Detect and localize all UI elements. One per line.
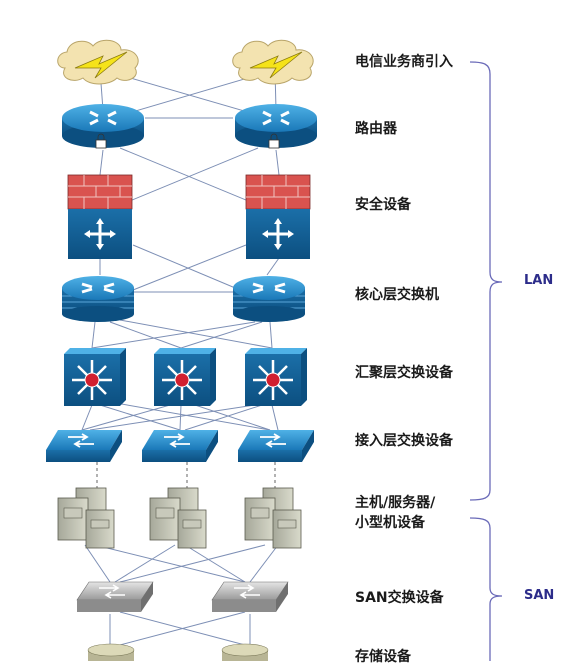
layer-label-storage: 存储设备 bbox=[355, 649, 411, 665]
link-line bbox=[84, 544, 111, 583]
layer-label-core-switch: 核心层交换机 bbox=[355, 287, 439, 303]
layer-label-router: 路由器 bbox=[355, 121, 397, 137]
link-line bbox=[194, 404, 271, 431]
group-label-lan: LAN bbox=[524, 273, 554, 288]
link-line bbox=[89, 404, 256, 431]
lan-brace bbox=[469, 61, 503, 501]
layer-label-san-switch: SAN交换设备 bbox=[355, 590, 444, 606]
server-group-2-icon bbox=[149, 487, 207, 549]
link-line bbox=[81, 404, 171, 431]
link-line bbox=[99, 149, 104, 176]
core-switch-left-icon bbox=[62, 276, 134, 322]
link-line bbox=[275, 149, 280, 176]
link-line bbox=[119, 544, 266, 583]
connection-lines bbox=[81, 69, 280, 646]
router-left-icon bbox=[62, 104, 144, 149]
link-line bbox=[91, 321, 256, 349]
aggregation-switch-3-icon bbox=[245, 348, 307, 406]
firewall-right-icon bbox=[245, 174, 311, 259]
link-line bbox=[132, 244, 241, 291]
san-switch-right-icon bbox=[211, 581, 289, 612]
dashed-links bbox=[96, 462, 276, 488]
server-group-3-icon bbox=[244, 487, 302, 549]
link-line bbox=[91, 321, 96, 349]
layer-label-telecom: 电信业务商引入 bbox=[355, 54, 453, 70]
link-line bbox=[119, 319, 273, 349]
link-line bbox=[114, 544, 176, 583]
link-line bbox=[184, 404, 263, 431]
link-line bbox=[119, 147, 259, 206]
link-line bbox=[180, 321, 263, 349]
layer-label-hosts-line1: 主机/服务器/ bbox=[355, 495, 436, 511]
aggregation-switch-2-icon bbox=[154, 348, 216, 406]
link-line bbox=[249, 544, 279, 583]
layer-label-hosts-line2: 小型机设备 bbox=[355, 515, 425, 531]
storage-left-icon bbox=[87, 643, 135, 661]
san-brace bbox=[469, 517, 503, 661]
firewall-left-icon bbox=[67, 174, 133, 259]
link-line bbox=[94, 544, 246, 583]
core-switch-right-icon bbox=[233, 276, 305, 322]
link-line bbox=[121, 74, 259, 116]
group-label-san: SAN bbox=[524, 588, 555, 603]
link-line bbox=[179, 404, 182, 431]
router-right-icon bbox=[235, 104, 317, 149]
telecom-cloud-left-icon bbox=[57, 39, 139, 85]
layer-label-aggregation: 汇聚层交换设备 bbox=[355, 365, 453, 381]
link-line bbox=[184, 544, 246, 583]
access-switch-1-icon bbox=[46, 430, 122, 462]
link-line bbox=[119, 611, 246, 646]
layer-label-security: 安全设备 bbox=[355, 197, 411, 213]
link-line bbox=[109, 401, 271, 431]
link-line bbox=[99, 404, 181, 431]
link-line bbox=[109, 321, 182, 349]
link-line bbox=[81, 404, 93, 431]
telecom-cloud-right-icon bbox=[232, 39, 314, 85]
layer-label-access: 接入层交换设备 bbox=[355, 433, 453, 449]
access-switch-2-icon bbox=[142, 430, 218, 462]
access-switch-3-icon bbox=[238, 430, 314, 462]
storage-right-icon bbox=[221, 643, 269, 661]
link-line bbox=[266, 257, 280, 276]
link-line bbox=[132, 244, 247, 291]
server-group-1-icon bbox=[57, 487, 115, 549]
aggregation-switch-1-icon bbox=[64, 348, 126, 406]
san-switch-left-icon bbox=[76, 581, 154, 612]
link-line bbox=[269, 321, 273, 349]
link-line bbox=[271, 404, 279, 431]
